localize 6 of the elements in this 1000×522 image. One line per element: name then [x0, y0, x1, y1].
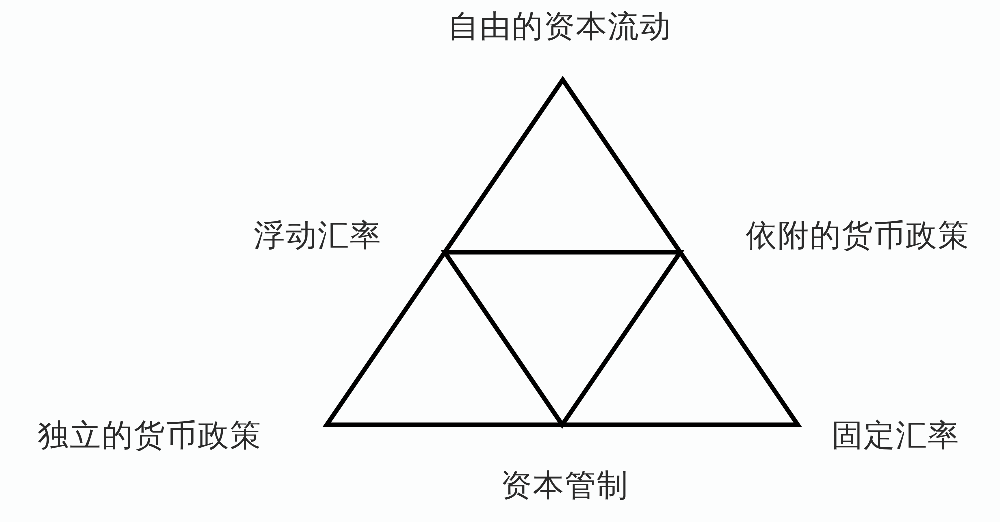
vertex-label: 自由的资本流动 [448, 10, 672, 46]
side-label: 依附的货币政策 [746, 219, 970, 255]
side-label: 浮动汇率 [254, 219, 382, 255]
side-label: 资本管制 [501, 469, 629, 505]
vertex-label: 独立的货币政策 [38, 419, 262, 455]
vertex-label: 固定汇率 [832, 419, 960, 455]
